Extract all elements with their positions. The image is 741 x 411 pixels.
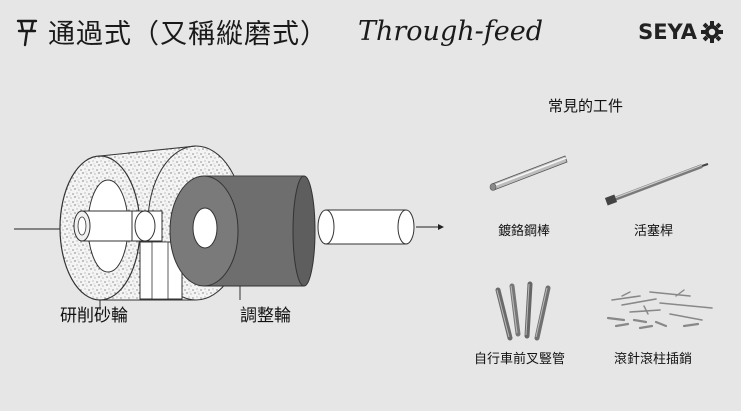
brand-name: SEYA — [638, 20, 697, 44]
workpiece-entering — [73, 210, 163, 242]
regulating-wheel — [169, 175, 316, 287]
workpiece-label-needle-pins: 滾針滾柱插銷 — [614, 352, 693, 367]
gear-icon — [701, 21, 723, 43]
workpiece-exiting — [317, 209, 415, 245]
workpiece-label-fork-tube: 自行車前叉豎管 — [474, 352, 566, 367]
workpiece-label-piston-rod: 活塞桿 — [634, 224, 674, 239]
workpieces-heading: 常見的工件 — [548, 97, 624, 115]
title-english: Through-feed — [358, 16, 543, 47]
pushpin-icon — [16, 19, 38, 46]
title-chinese: 通過式（又稱縱磨式） — [48, 19, 328, 50]
bicycle-fork-tube-image — [495, 281, 551, 341]
brand-logo: SEYA — [638, 20, 723, 44]
regulating-wheel-label: 調整輪 — [240, 306, 291, 326]
workpiece-label-chrome-rod: 鍍鉻鋼棒 — [498, 224, 551, 239]
exit-arrow — [416, 224, 444, 230]
page-title: 通過式（又稱縱磨式） Through-feed — [14, 12, 543, 51]
needle-roller-pins-image — [606, 289, 713, 330]
chrome-rod-image — [489, 155, 568, 191]
piston-rod-image — [604, 163, 709, 206]
grinding-wheel-label: 研削砂輪 — [60, 306, 128, 326]
